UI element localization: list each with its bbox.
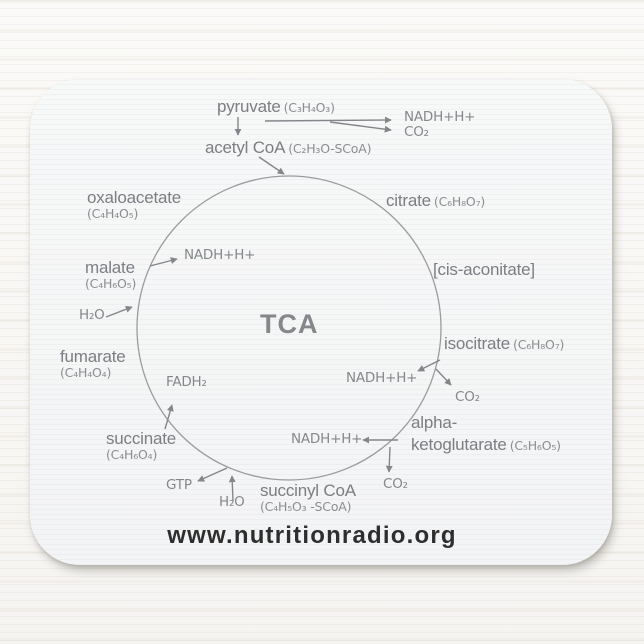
metabolite-citrate: citrate(C₆H₈O₇) [386, 191, 486, 210]
cofactor-co2-pyruvate: CO₂ [404, 124, 429, 140]
cofactor-fadh2-succinate: FADH₂ [166, 374, 207, 390]
cofactor-nadh-alpha-kg: NADH+H+ [291, 431, 363, 447]
metabolite-cis-aconitate: [cis-aconitate] [433, 260, 535, 279]
cofactor-co2-alpha-kg: CO₂ [383, 476, 408, 492]
metabolite-succinyl-coa: succinyl CoA (C₄H₅O₃ -SCoA) [260, 481, 356, 514]
metabolite-isocitrate: isocitrate(C₆H₈O₇) [444, 334, 565, 353]
cycle-title: TCA [260, 309, 319, 339]
metabolite-fumarate: fumarate (C₄H₄O₄) [60, 347, 126, 380]
cofactor-h2o-fumarate: H₂O [79, 307, 105, 323]
cofactor-nadh-malate: NADH+H+ [184, 247, 256, 263]
metabolite-malate: malate (C₄H₆O₅) [85, 258, 137, 291]
metabolite-acetyl-coa: acetyl CoA(C₂H₃O-SCoA) [205, 138, 372, 157]
cofactor-nadh-isocitrate: NADH+H+ [346, 370, 418, 386]
cofactor-co2-isocitrate: CO₂ [455, 389, 480, 405]
website-url: www.nutritionradio.org [167, 522, 457, 549]
cofactor-h2o-succinyl: H₂O [219, 494, 245, 510]
cofactor-gtp-succinate: GTP [166, 477, 192, 493]
metabolite-alpha-ketoglutarate: alpha- ketoglutarate(C₅H₆O₅) [411, 413, 561, 454]
cofactor-nadh-pyruvate: NADH+H+ [404, 109, 476, 125]
metabolite-succinate: succinate (C₄H₆O₄) [106, 429, 177, 462]
metabolite-pyruvate: pyruvate(C₃H₄O₃) [217, 97, 335, 116]
metabolite-oxaloacetate: oxaloacetate (C₄H₄O₅) [87, 188, 182, 221]
